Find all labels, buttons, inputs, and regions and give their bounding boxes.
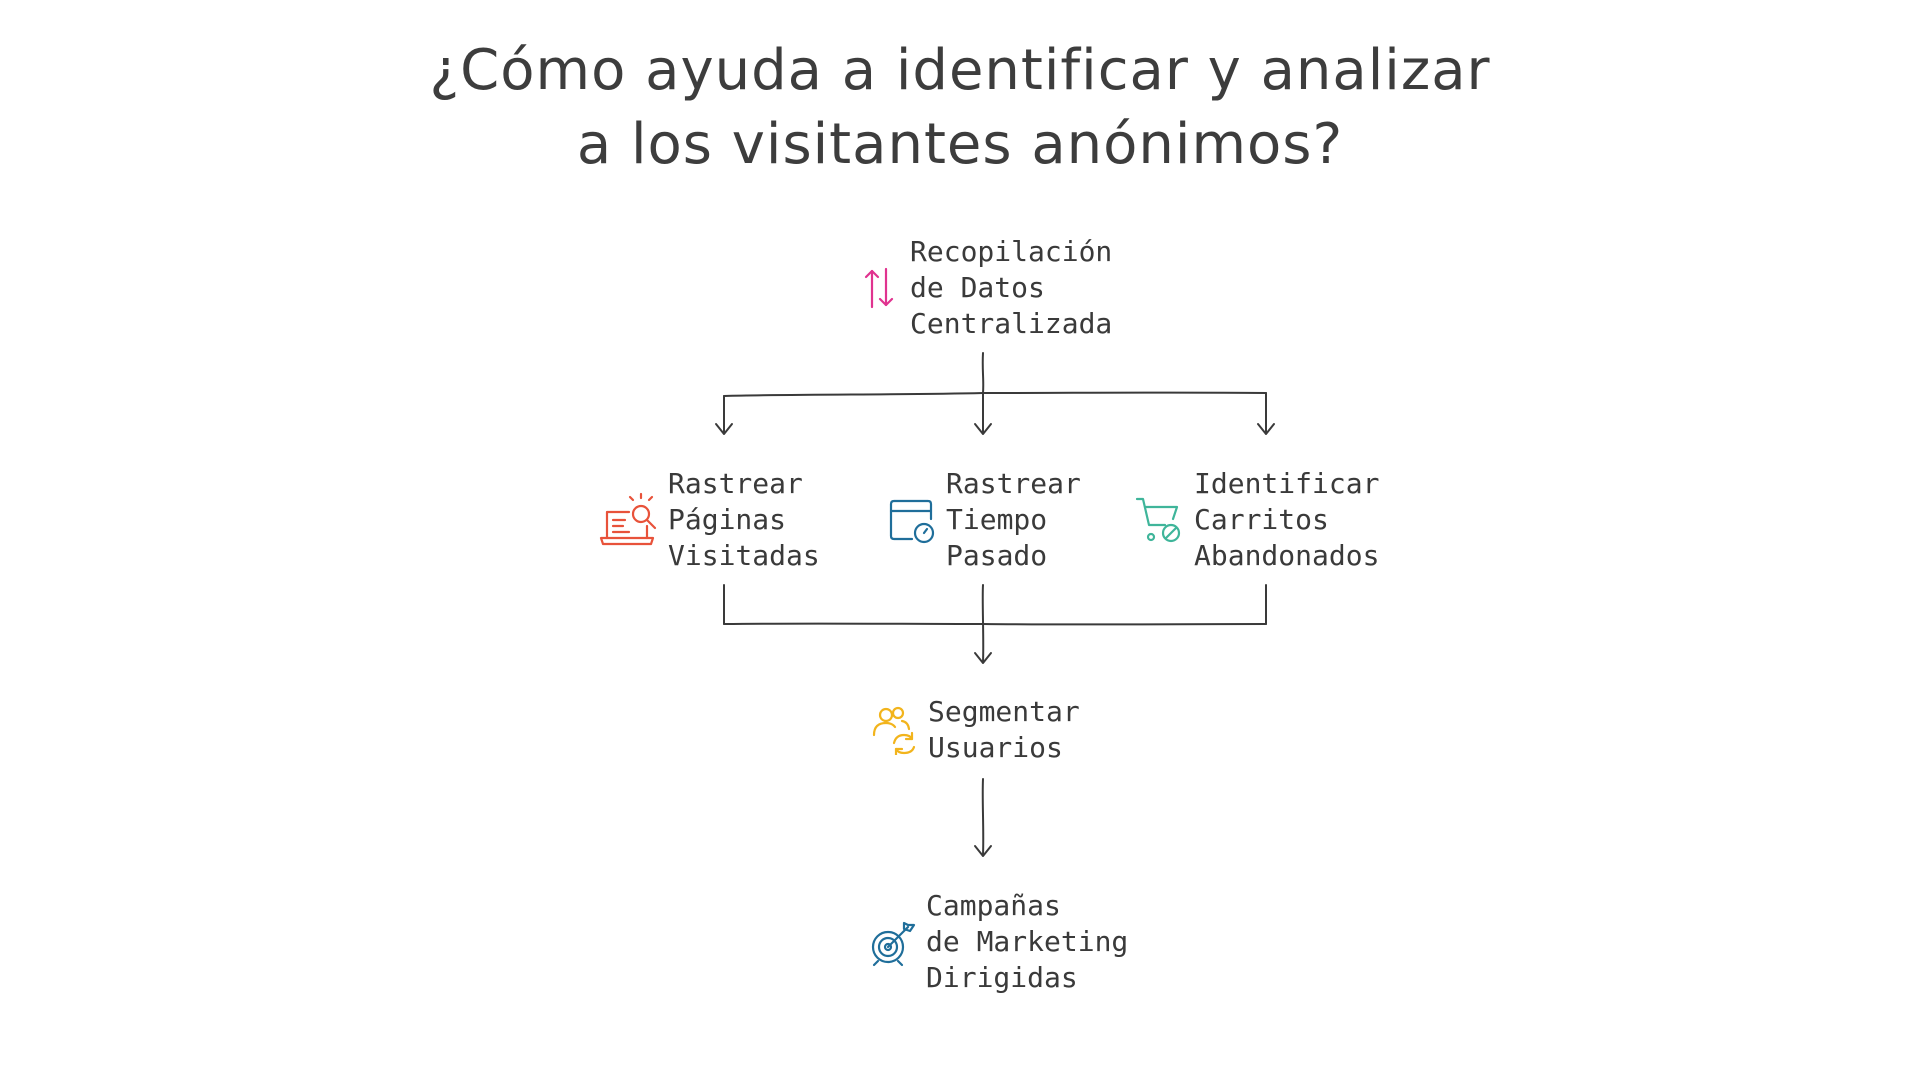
laptop-search-icon [599,492,657,546]
node-tiempo: Rastrear Tiempo Pasado [888,466,1081,574]
node-carritos: Identificar Carritos Abandonados [1134,466,1379,574]
merge-bar [723,622,1267,626]
up-down-arrows-icon [864,267,894,309]
arrowhead-campanas [974,845,992,857]
label-recopilacion: Recopilación de Datos Centralizada [910,234,1112,342]
arrowhead-tiempo [974,423,992,435]
arrowhead-paginas [715,423,733,435]
label-paginas-line-3: Visitadas [668,539,820,572]
merge-tiempo [981,584,985,663]
label-recopilacion-line-3: Centralizada [910,307,1113,340]
cart-blocked-icon [1135,497,1181,543]
title-line-1: ¿Cómo ayuda a identificar y analizar [429,38,1491,103]
arrowhead-carritos [1257,423,1275,435]
label-campanas: Campañas de Marketing Dirigidas [926,888,1128,996]
target-arrow-icon [871,921,916,967]
label-campanas-line-3: Dirigidas [926,961,1078,994]
label-paginas-line-1: Rastrear [668,467,803,500]
label-segmentar: Segmentar Usuarios [928,694,1080,766]
split-bar [723,391,1267,397]
browser-clock-icon [889,499,935,544]
label-paginas: Rastrear Páginas Visitadas [668,466,820,574]
label-tiempo: Rastrear Tiempo Pasado [946,466,1081,574]
label-carritos-line-2: Carritos [1194,503,1329,536]
stem-recopilacion [981,352,985,394]
stem-segmentar [981,778,985,856]
title-line-2: a los visitantes anónimos? [576,112,1344,177]
label-campanas-line-1: Campañas [926,889,1061,922]
label-segmentar-line-1: Segmentar [928,695,1080,728]
diagram-title: ¿Cómo ayuda a identificar y analizar a l… [0,34,1920,182]
label-recopilacion-line-2: de Datos [910,271,1045,304]
label-paginas-line-2: Páginas [668,503,787,536]
label-tiempo-line-1: Rastrear [946,467,1081,500]
label-recopilacion-line-1: Recopilación [910,235,1113,268]
label-tiempo-line-2: Tiempo [946,503,1048,536]
users-sync-icon [872,706,916,755]
node-paginas: Rastrear Páginas Visitadas [598,466,820,574]
label-tiempo-line-3: Pasado [946,539,1048,572]
label-carritos-line-1: Identificar [1194,467,1380,500]
label-segmentar-line-2: Usuarios [928,731,1063,764]
label-campanas-line-2: de Marketing [926,925,1129,958]
node-segmentar: Segmentar Usuarios [870,694,1080,766]
node-campanas: Campañas de Marketing Dirigidas [868,888,1128,996]
label-carritos: Identificar Carritos Abandonados [1194,466,1379,574]
label-carritos-line-3: Abandonados [1194,539,1380,572]
arrowhead-segmentar [974,652,992,664]
node-recopilacion: Recopilación de Datos Centralizada [858,234,1112,342]
